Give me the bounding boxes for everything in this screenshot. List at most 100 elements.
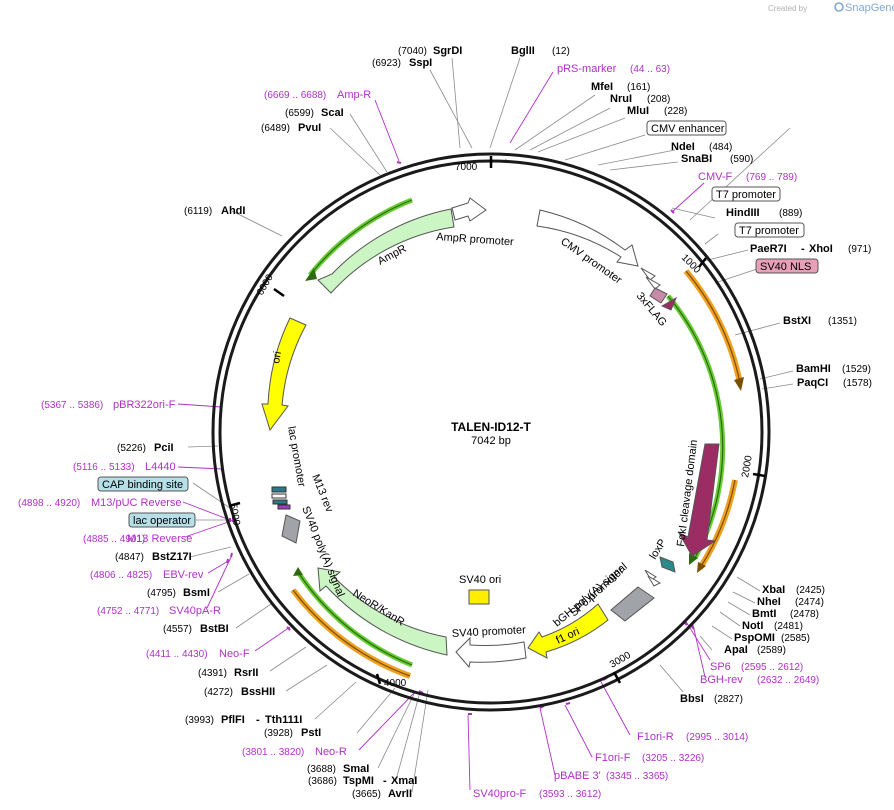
primer-f1ori-r[interactable]: F1ori-R: [637, 731, 674, 743]
primer-ebv-rev[interactable]: EBV-rev: [163, 569, 204, 581]
tick-6000: 6000: [255, 272, 276, 297]
enzyme-xhoi[interactable]: XhoI: [809, 243, 833, 255]
enzyme-bsmi[interactable]: BsmI: [183, 587, 210, 599]
enzyme-noti[interactable]: NotI: [742, 620, 763, 632]
lac-promoter-block: [271, 493, 287, 499]
enzyme-bstbi[interactable]: BstBI: [200, 623, 229, 635]
enzyme-snabi[interactable]: SnaBI: [681, 153, 712, 165]
primer-sv40pa-r-pos: (4752 .. 4771): [97, 606, 159, 617]
primer-m13puc[interactable]: M13/pUC Reverse: [91, 497, 181, 509]
label-sv40-ori: SV40 ori: [459, 574, 501, 586]
enzyme-tth111i[interactable]: Tth111I: [265, 714, 302, 726]
enzyme-snabi-pos: (590): [730, 154, 753, 165]
enzyme-paqci[interactable]: PaqCI: [797, 377, 828, 389]
primer-sv40pa-r[interactable]: SV40pA-R: [169, 605, 221, 617]
label-t7-promoter-2: T7 promoter: [739, 225, 799, 237]
enzyme-ahdi[interactable]: AhdI: [221, 205, 245, 217]
enzyme-bamhi[interactable]: BamHI: [796, 363, 831, 375]
primer-l4440[interactable]: L4440: [145, 461, 176, 473]
label-t7-promoter-1: T7 promoter: [716, 189, 776, 201]
feature-box-t7-promoter-2[interactable]: T7 promoter: [734, 222, 805, 238]
enzyme-bstz17i[interactable]: BstZ17I: [152, 551, 192, 563]
enzyme-xmai[interactable]: XmaI: [391, 775, 417, 787]
green-arc-ampr-head: [305, 268, 317, 281]
label-sv40-nls: SV40 NLS: [760, 261, 811, 273]
primer-neo-r-pos: (3801 .. 3820): [242, 747, 304, 758]
enzyme-nrui[interactable]: NruI: [610, 93, 632, 105]
enzyme-bsshii[interactable]: BssHII: [241, 686, 275, 698]
tick-7000: 7000: [455, 162, 478, 173]
enzyme-scai[interactable]: ScaI: [321, 107, 344, 119]
enzyme-bsmi-pos: (4795): [147, 588, 176, 599]
primer-bgh-rev[interactable]: BGH-rev: [700, 674, 743, 686]
enzyme-smai[interactable]: SmaI: [343, 763, 369, 775]
enzyme-bmti[interactable]: BmtI: [752, 608, 776, 620]
enzyme-sgrdi[interactable]: SgrDI: [433, 45, 462, 57]
ori-arrow: [261, 317, 307, 432]
primer-neo-f-pos: (4411 .. 4430): [146, 649, 208, 660]
enzyme-paqci-pos: (1578): [843, 378, 872, 389]
enzyme-hindiii[interactable]: HindIII: [726, 207, 760, 219]
enzyme-bstz17i-pos: (4847): [115, 552, 144, 563]
enzyme-mlui-pos: (228): [664, 106, 687, 117]
label-cmv-enhancer: CMV enhancer: [651, 123, 725, 135]
enzyme-pvui-pos: (6489): [261, 123, 290, 134]
m13-rev-block: [277, 504, 291, 510]
primer-f1ori-f[interactable]: F1ori-F: [595, 752, 631, 764]
primer-pbr322[interactable]: pBR322ori-F: [113, 399, 176, 411]
enzyme-mlui[interactable]: MluI: [627, 105, 649, 117]
enzyme-apai[interactable]: ApaI: [724, 644, 748, 656]
snapgene-brand-text: SnapGene: [845, 2, 894, 14]
f1-ori-arrow: [527, 603, 609, 659]
enzyme-rsrii[interactable]: RsrII: [234, 667, 258, 679]
primer-amp-r[interactable]: Amp-R: [337, 89, 371, 101]
orange-arc-right-core: [699, 479, 736, 569]
enzyme-paer7i[interactable]: PaeR7I: [750, 243, 787, 255]
primer-pbabe3[interactable]: pBABE 3': [554, 770, 601, 782]
enzyme-nrui-pos: (208): [647, 94, 670, 105]
primer-sv40pro-f[interactable]: SV40pro-F: [473, 788, 526, 800]
enzyme-ndei[interactable]: NdeI: [671, 141, 695, 153]
enzyme-bglii-pos: (12): [552, 46, 570, 57]
primer-prs-marker[interactable]: pRS-marker: [557, 63, 617, 75]
enzyme-xbai[interactable]: XbaI: [762, 584, 785, 596]
label-ampr-promoter: AmpR promoter: [436, 231, 515, 248]
primer-cmv-f[interactable]: CMV-F: [698, 171, 733, 183]
enzyme-pcii[interactable]: PciI: [154, 442, 174, 454]
bgh-polya-box: [610, 586, 655, 622]
primer-neo-f[interactable]: Neo-F: [219, 648, 250, 660]
feature-box-cmv-enhancer[interactable]: CMV enhancer: [646, 120, 727, 136]
enzyme-sspi[interactable]: SspI: [409, 57, 432, 69]
enzyme-tspmi[interactable]: TspMI: [343, 775, 374, 787]
primer-sp6[interactable]: SP6: [710, 661, 731, 673]
enzyme-bglii[interactable]: BglII: [511, 45, 535, 57]
enzyme-nhei[interactable]: NheI: [757, 596, 781, 608]
primer-ebv-rev-pos: (4806 .. 4825): [90, 570, 152, 581]
tick-5000: 5000: [227, 503, 242, 527]
enzyme-pflfi[interactable]: PflFI: [221, 714, 245, 726]
green-arc-neor-core: [297, 571, 413, 666]
enzyme-hindiii-pos: (889): [779, 208, 802, 219]
enzyme-bstbi-pos: (4557): [163, 624, 192, 635]
enzyme-mfei[interactable]: MfeI: [591, 81, 613, 93]
feature-box-lac-operator[interactable]: lac operator: [128, 512, 196, 528]
enzyme-bstxi[interactable]: BstXI: [783, 315, 811, 327]
feature-box-t7-promoter-1[interactable]: T7 promoter: [711, 186, 781, 202]
feature-box-cap-binding-site[interactable]: CAP binding site: [97, 476, 189, 492]
enzyme-avrii[interactable]: AvrII: [388, 788, 412, 800]
primer-m13-reverse[interactable]: M13 Reverse: [127, 533, 192, 545]
green-arc-ampr-core: [309, 199, 413, 276]
enzyme-pvui[interactable]: PvuI: [298, 122, 321, 134]
label-lac-operator: lac operator: [133, 515, 191, 527]
enzyme-psti[interactable]: PstI: [301, 727, 321, 739]
feature-box-sv40-nls[interactable]: SV40 NLS: [755, 258, 819, 274]
enzyme-bbsi[interactable]: BbsI: [680, 693, 704, 705]
enzyme-pspomi[interactable]: PspOMI: [734, 632, 775, 644]
primer-pbabe3-pos: (3345 .. 3365): [606, 771, 668, 782]
green-arc-right-head: [689, 553, 698, 565]
enzyme-ndei-pos: (484): [709, 142, 732, 153]
primer-l4440-pos: (5116 .. 5133): [73, 462, 135, 473]
enzyme-smai-pos: (3688): [307, 764, 336, 775]
primer-neo-r[interactable]: Neo-R: [315, 746, 347, 758]
